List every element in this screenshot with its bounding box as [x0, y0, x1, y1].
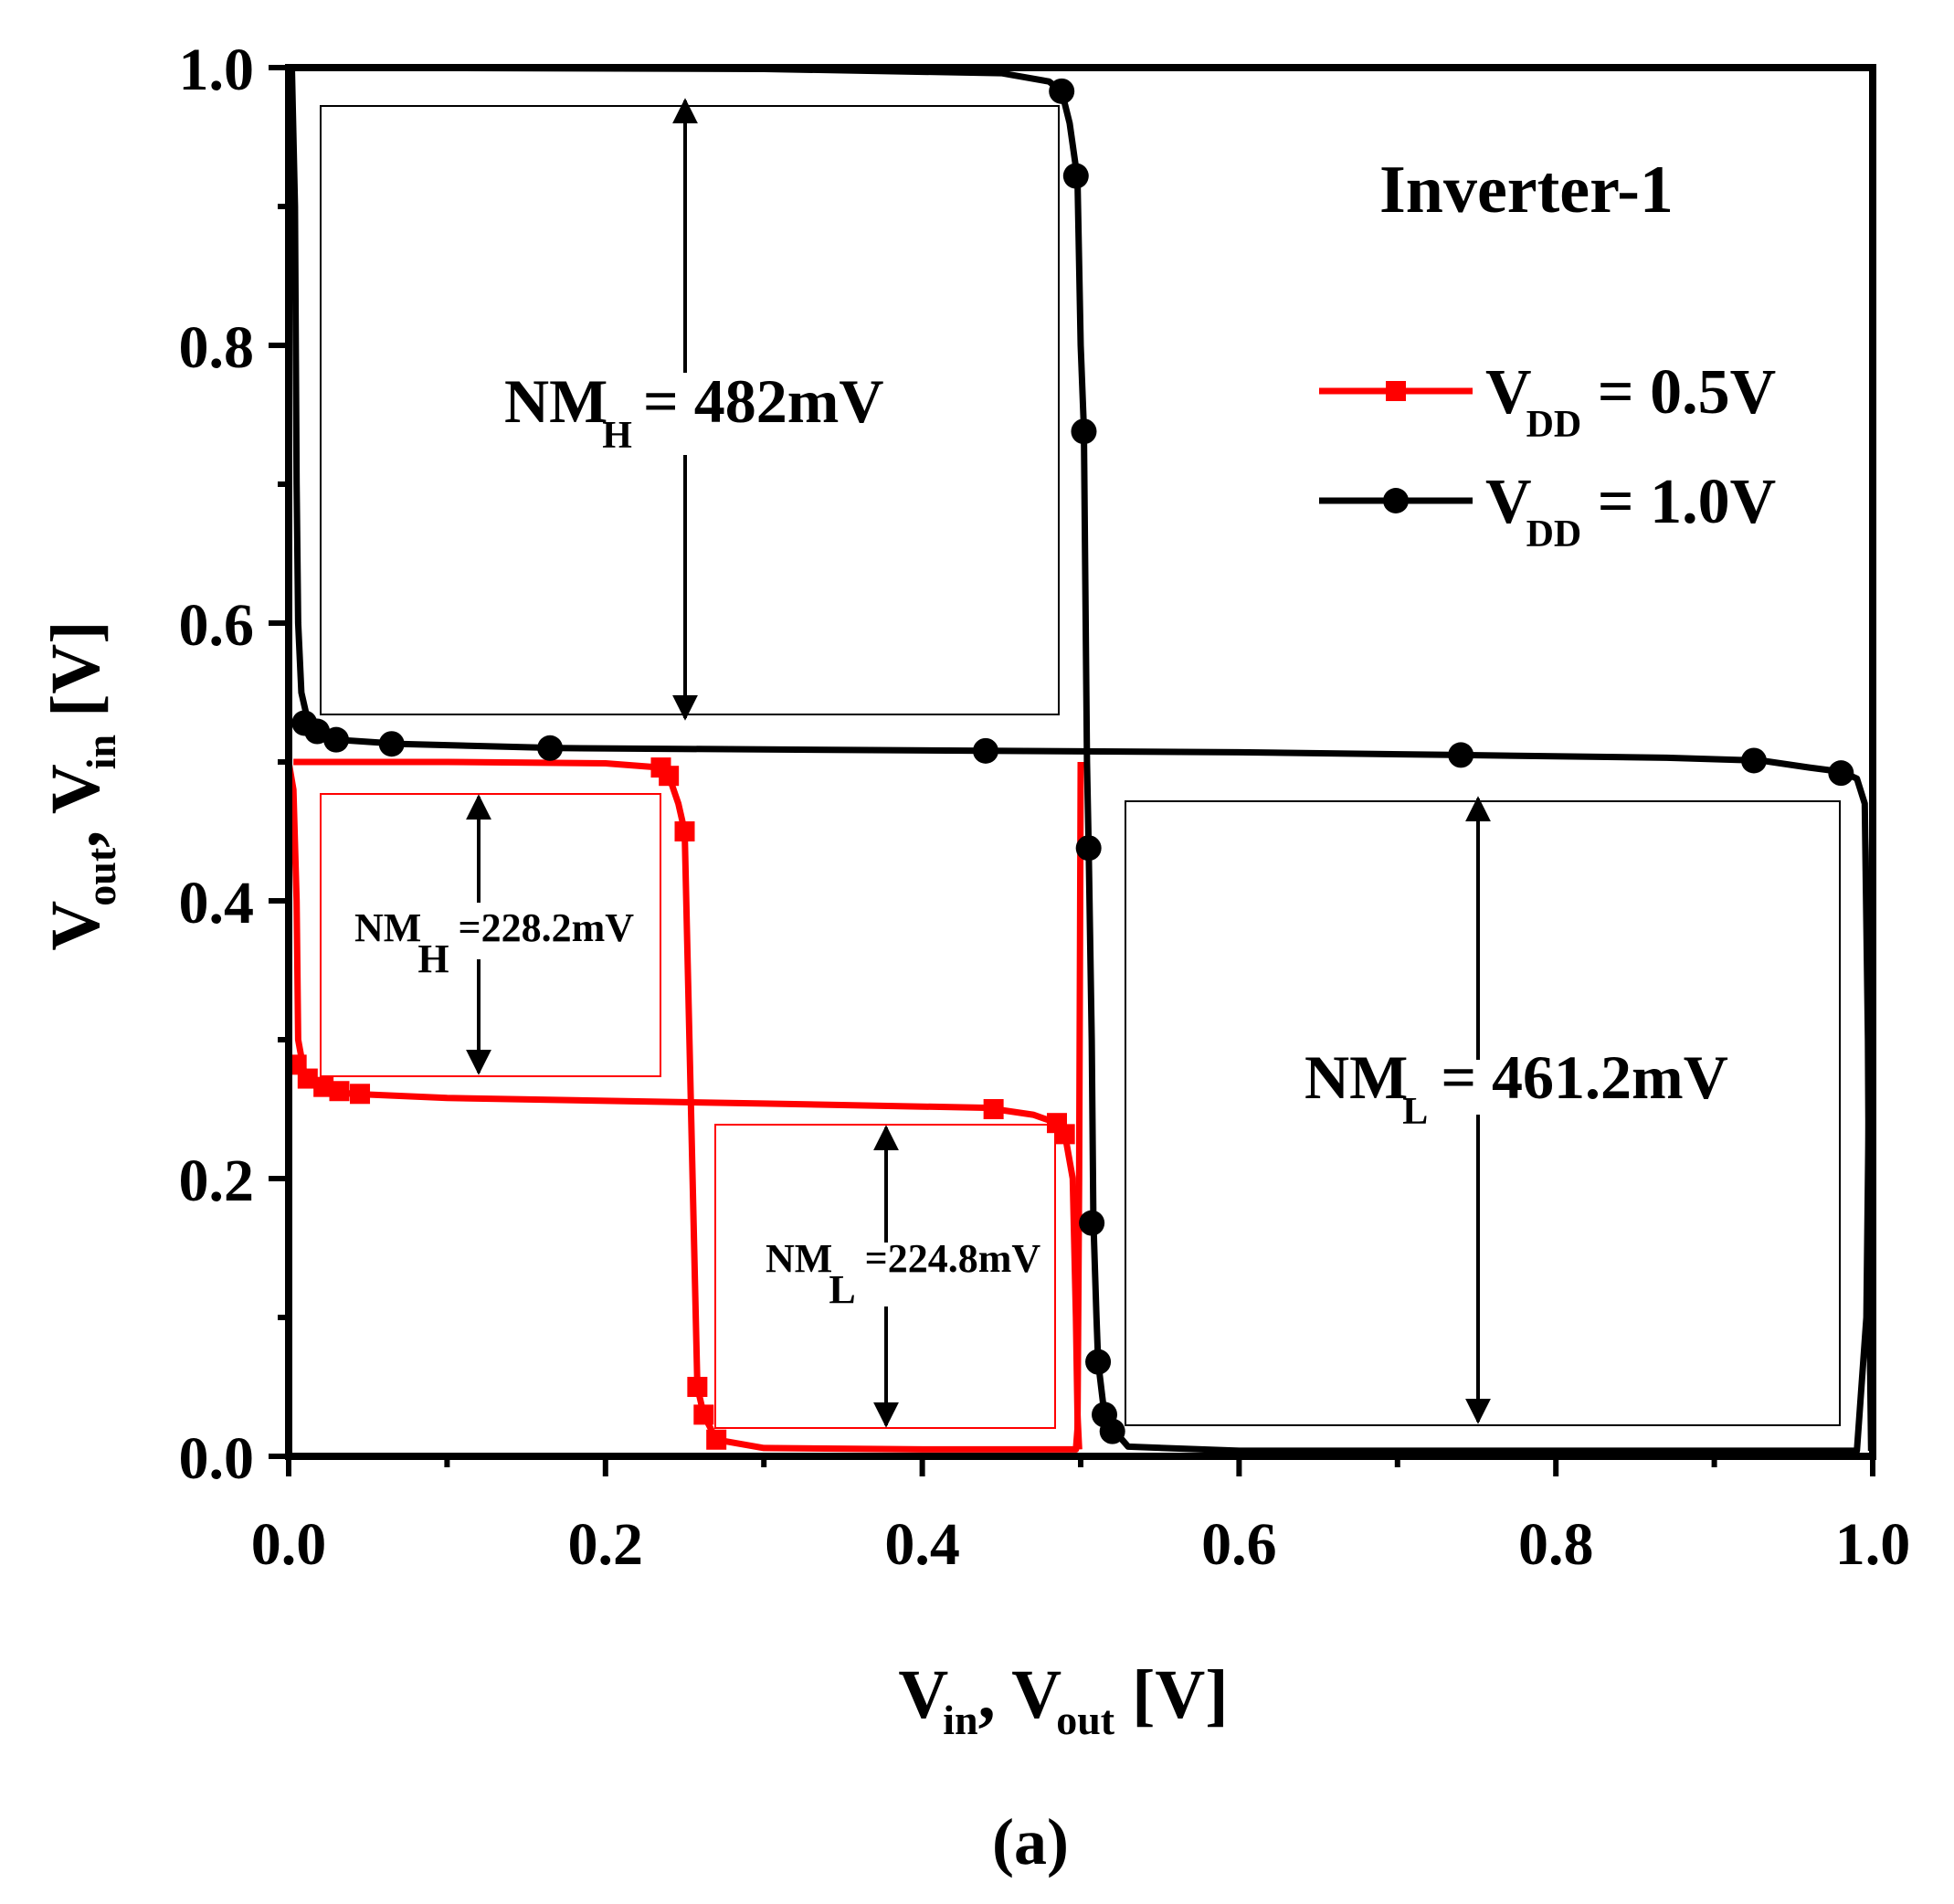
point-vdd-1v-c1-8	[1828, 760, 1854, 787]
annotation-nmh-1v-main: NM	[504, 366, 607, 436]
point-vdd-1v-c0-3	[1075, 835, 1102, 862]
y-axis-label-main1: V	[37, 901, 114, 951]
legend-label-05v: VDD = 0.5V	[1485, 357, 1776, 446]
point-vdd-05v-c0-5	[706, 1429, 727, 1450]
y-axis-label-sub2: in	[78, 735, 124, 769]
point-vdd-05v-c0-2	[674, 821, 695, 841]
point-vdd-1v-c1-2	[323, 726, 350, 753]
point-vdd-05v-c1-3	[329, 1081, 350, 1102]
series-vdd-05v-curve-1	[285, 761, 1083, 1450]
y-axis-label-unit: [V]	[37, 620, 114, 735]
figure-caption: (a)	[992, 1805, 1069, 1878]
annotation-bg-nmh-1v	[649, 373, 722, 455]
point-vdd-05v-c0-1	[659, 766, 680, 787]
x-axis-label-sep: ,	[978, 1656, 1012, 1733]
point-vdd-1v-c0-2	[1071, 418, 1097, 445]
x-axis-label: Vin, Vout [V]	[898, 1656, 1228, 1743]
x-tick-label-5: 1.0	[1835, 1511, 1911, 1578]
x-axis-label-sub1: in	[943, 1697, 977, 1743]
point-vdd-1v-c0-4	[1079, 1210, 1105, 1236]
legend-label-1v-main: V	[1485, 467, 1532, 537]
point-vdd-05v-c0-3	[687, 1377, 708, 1397]
y-axis-label-main2: V	[37, 764, 114, 814]
y-tick-label-1: 0.2	[179, 1148, 255, 1214]
x-axis-label-sub2: out	[1056, 1697, 1115, 1743]
point-vdd-1v-c1-7	[1740, 747, 1767, 774]
point-vdd-05v-c1-1	[297, 1068, 318, 1089]
point-vdd-1v-c1-4	[537, 735, 564, 761]
legend-marker-05v	[1386, 381, 1406, 401]
annotation-nml-1v-value: = 461.2mV	[1441, 1042, 1728, 1112]
legend-label-05v-sub: DD	[1526, 404, 1582, 446]
point-vdd-05v-c1-5	[983, 1099, 1004, 1119]
annotation-nml-1v-sub: L	[1402, 1091, 1428, 1133]
point-vdd-05v-c0-4	[693, 1404, 714, 1425]
x-tick-label-2: 0.4	[884, 1511, 960, 1578]
x-axis-label-main2: V	[1011, 1656, 1061, 1733]
x-tick-label-1: 0.2	[568, 1511, 644, 1578]
annotation-nml-1v: NML = 461.2mV	[1304, 1042, 1728, 1133]
point-vdd-1v-c0-5	[1085, 1349, 1112, 1375]
annotation-nmh-1v-value: = 482mV	[643, 366, 884, 436]
nm-low-box-1v	[1125, 800, 1841, 1426]
y-tick-label-2: 0.4	[179, 870, 255, 936]
annotation-nml-05v-value: =224.8mV	[865, 1236, 1041, 1281]
legend-label-1v-rest: = 1.0V	[1581, 467, 1776, 537]
annotation-nmh-1v-sub: H	[602, 415, 632, 457]
annotation-nmh-05v-main: NM	[354, 905, 421, 950]
annotation-nml-05v-main: NM	[766, 1236, 832, 1281]
legend-label-1v-sub: DD	[1526, 513, 1582, 555]
y-tick-label-5: 1.0	[179, 37, 255, 103]
nm-low-box-05v	[714, 1124, 1056, 1429]
point-vdd-1v-c0-7	[1099, 1418, 1125, 1444]
point-vdd-05v-c1-2	[313, 1076, 334, 1097]
annotation-nml-1v-main: NM	[1304, 1042, 1408, 1112]
series-layer	[285, 64, 1876, 1454]
point-vdd-1v-c1-3	[378, 731, 405, 757]
annotation-nml-05v-sub: L	[829, 1267, 855, 1312]
point-vdd-1v-c1-6	[1448, 742, 1474, 768]
x-tick-label-4: 0.8	[1518, 1511, 1594, 1578]
legend-label-05v-rest: = 0.5V	[1581, 357, 1776, 428]
chart-title: Inverter-1	[1379, 153, 1674, 227]
y-tick-label-0: 0.0	[179, 1425, 255, 1492]
legend-label-1v: VDD = 1.0V	[1485, 467, 1776, 555]
noise-margin-arrows	[466, 98, 1491, 1428]
y-axis-label-sep: ,	[37, 814, 114, 848]
point-vdd-05v-c1-7	[1054, 1124, 1075, 1145]
x-axis-label-unit: [V]	[1114, 1656, 1229, 1733]
annotation-nmh-05v-sub: H	[417, 936, 449, 981]
legend: VDD = 0.5V VDD = 1.0V	[1319, 357, 1776, 555]
legend-label-05v-main: V	[1485, 357, 1532, 428]
point-vdd-1v-c0-1	[1062, 163, 1089, 189]
x-tick-label-3: 0.6	[1201, 1511, 1277, 1578]
legend-marker-1v	[1383, 488, 1409, 513]
x-tick-label-0: 0.0	[251, 1511, 327, 1578]
x-axis-label-main1: V	[898, 1656, 948, 1733]
tick-layer: 0.0 0.2 0.4 0.6 0.8 1.0 0.0 0.2 0.4 0.6 0.8 1.0	[179, 37, 1911, 1578]
annotation-nmh-05v-value: =228.2mV	[459, 905, 635, 950]
nm-high-box-05v	[320, 793, 661, 1077]
y-axis-label-sub1: out	[78, 847, 124, 906]
y-axis-label: Vout, Vin [V]	[37, 620, 124, 950]
y-tick-label-4: 0.8	[179, 314, 255, 381]
y-tick-label-3: 0.6	[179, 592, 255, 659]
point-vdd-05v-c1-4	[350, 1084, 371, 1105]
point-vdd-1v-c1-5	[972, 737, 998, 764]
annotation-nmh-1v: NMH = 482mV	[504, 366, 883, 457]
point-vdd-1v-c0-0	[1049, 78, 1075, 104]
